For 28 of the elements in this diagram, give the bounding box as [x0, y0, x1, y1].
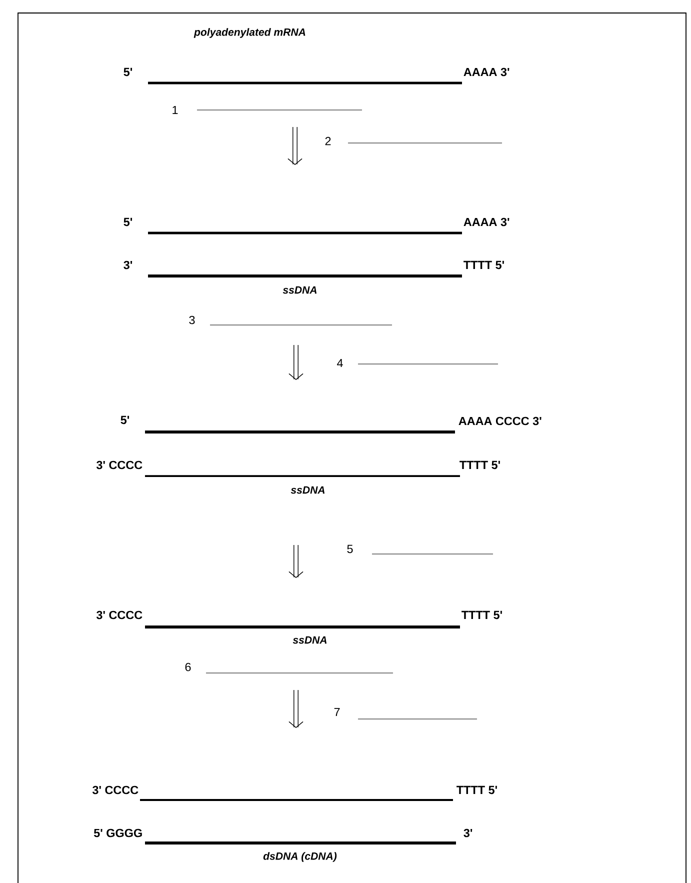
strand-end-label: 5': [124, 218, 132, 226]
strand-end-label: 5' GGGG: [94, 828, 142, 838]
step-number: 5: [347, 544, 353, 554]
strand-end-label: 3' CCCC: [96, 610, 142, 620]
strand-end-label: 3' CCCC: [92, 786, 138, 794]
strand-end-label: AAAA CCCC 3': [458, 416, 542, 426]
strand-end-label: AAAA 3': [464, 68, 510, 76]
strand-end-label: TTTT 5': [464, 260, 504, 270]
strand-end-label: 3': [124, 260, 132, 270]
step-number: 6: [185, 662, 191, 672]
strand-end-label: TTTT 5': [460, 460, 500, 470]
step-number: 7: [334, 708, 340, 716]
strand-name: ssDNA: [282, 286, 317, 294]
strand-end-label: TTTT 5': [462, 610, 502, 620]
step-number: 1: [172, 106, 178, 114]
strand-end-label: 3' CCCC: [96, 460, 142, 470]
strand-end-label: 5': [120, 416, 130, 424]
strand-name: dsDNA (cDNA): [263, 852, 337, 862]
strand-name: polyadenylated mRNA: [194, 28, 306, 38]
strand-end-label: 5': [124, 68, 132, 76]
strand-name: ssDNA: [292, 636, 327, 644]
strand-end-label: TTTT 5': [456, 786, 497, 794]
strand-end-label: AAAA 3': [464, 218, 510, 226]
step-number: 3: [189, 316, 195, 324]
step-number: 2: [325, 136, 331, 146]
strand-name: ssDNA: [290, 486, 325, 494]
strand-end-label: 3': [464, 828, 472, 838]
step-number: 4: [337, 358, 343, 368]
